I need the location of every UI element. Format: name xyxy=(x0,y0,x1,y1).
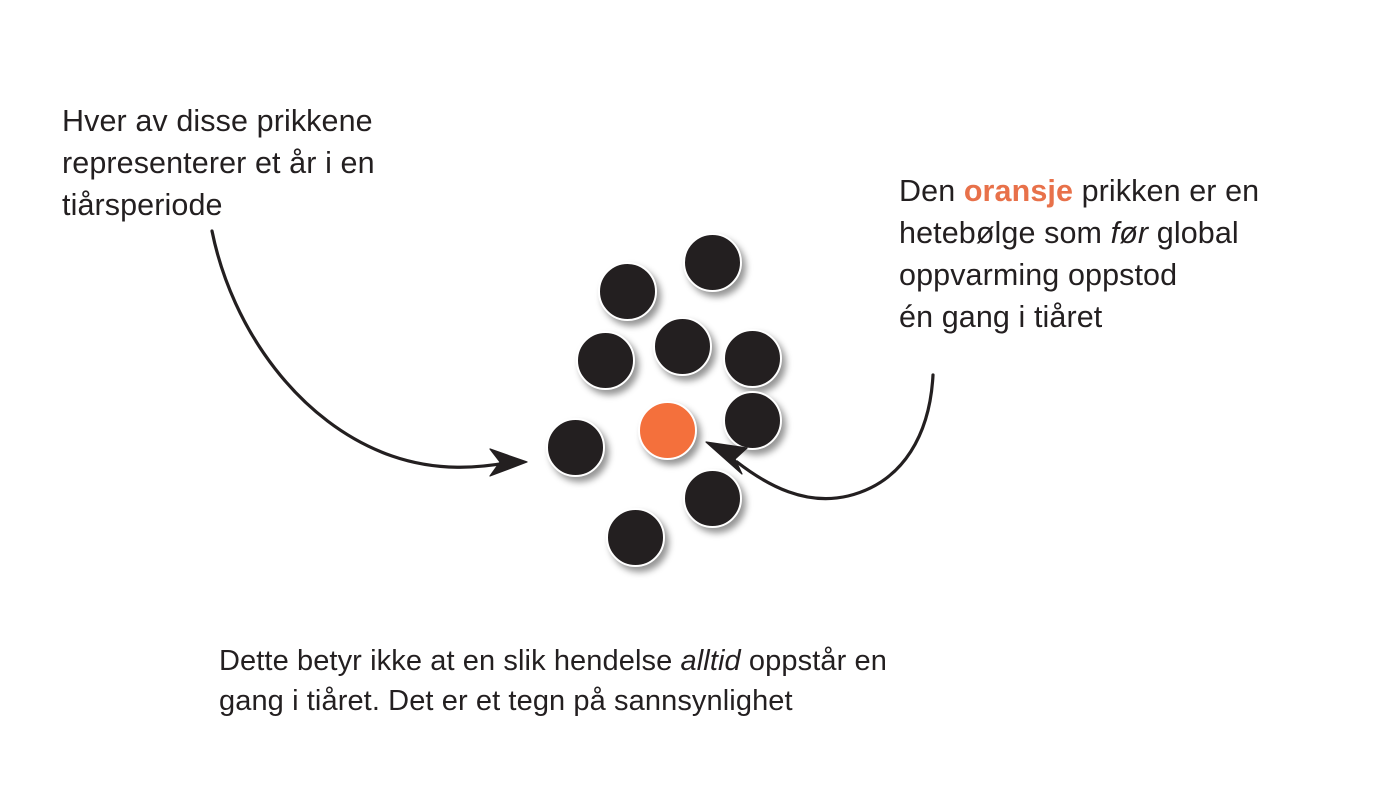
dot-year xyxy=(682,232,742,292)
caption-bottom-part2: oppstår en gang i tiåret. Det er et tegn… xyxy=(219,645,887,717)
caption-right-highlight-oransje: oransje xyxy=(963,174,1074,208)
caption-right-part1: Den xyxy=(899,174,964,208)
dot-year xyxy=(605,507,665,567)
caption-bottom-part1: Dette betyr ikke at en slik hendelse xyxy=(219,645,681,677)
caption-right-part3: global oppvarming oppstod én gang i tiår… xyxy=(899,216,1239,334)
dot-year xyxy=(575,330,635,390)
caption-top-left-text: Hver av disse prikkene representerer et … xyxy=(62,104,375,222)
dot-year xyxy=(722,328,782,388)
caption-right-part2: prikken er en hetebølge som xyxy=(899,174,1260,250)
dot-year xyxy=(682,468,742,528)
caption-bottom: Dette betyr ikke at en slik hendelse all… xyxy=(219,641,1099,721)
dot-year xyxy=(722,390,782,450)
dot-year xyxy=(597,261,657,321)
dot-year xyxy=(545,417,605,477)
caption-top-left: Hver av disse prikkene representerer et … xyxy=(62,58,492,226)
dot-highlighted-orange xyxy=(637,400,697,460)
caption-bottom-italic-alltid: alltid xyxy=(680,645,741,677)
caption-right-italic-foer: før xyxy=(1110,216,1149,250)
caption-right: Den oransje prikken er en hetebølge som … xyxy=(899,170,1369,338)
dot-year xyxy=(652,316,712,376)
